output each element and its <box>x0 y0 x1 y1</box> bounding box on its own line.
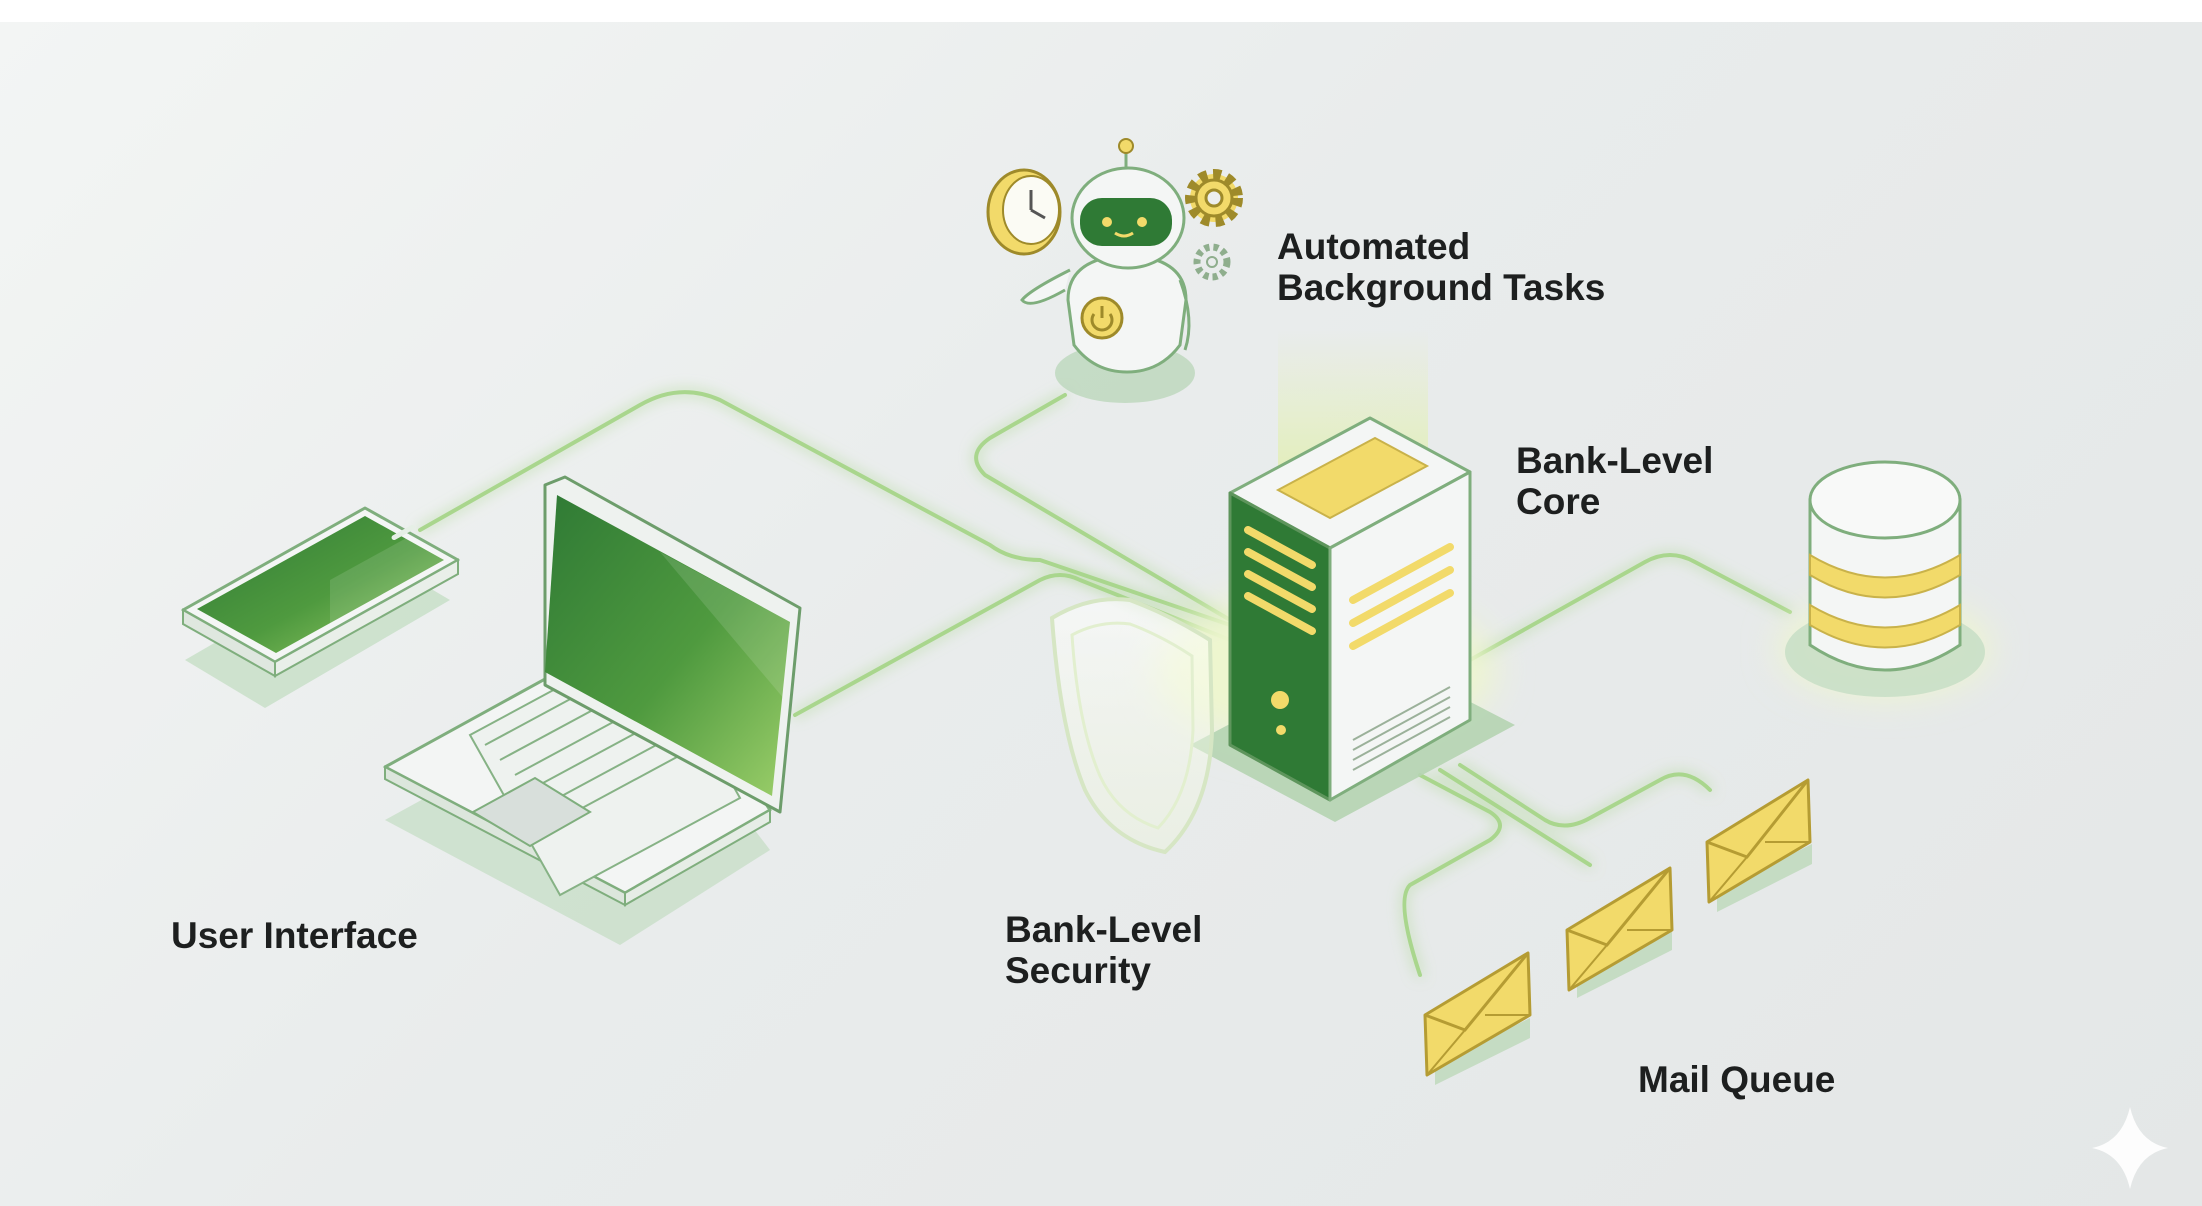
envelope-icon <box>1565 866 1674 998</box>
label-line: Bank-Level <box>1005 909 1203 950</box>
diagram-canvas: User Interface Automated Background Task… <box>0 22 2202 1206</box>
label-bank-level-security: Bank-Level Security <box>1005 909 1202 991</box>
line-core-to-mail-2 <box>1438 768 1592 867</box>
label-line: Bank-Level <box>1516 440 1714 481</box>
smartphone-icon <box>181 506 460 708</box>
label-line: Automated <box>1277 226 1471 267</box>
server-icon <box>1155 330 1515 822</box>
laptop-icon <box>383 475 802 945</box>
gear-icon <box>1185 169 1243 281</box>
clock-icon <box>986 168 1062 256</box>
robot-icon <box>1020 138 1195 403</box>
mail-queue-envelopes <box>1423 778 1812 1085</box>
line-core-to-mail-1 <box>1402 773 1502 977</box>
label-mail-queue: Mail Queue <box>1638 1059 1836 1100</box>
line-core-to-database <box>1468 553 1792 662</box>
connection-lines <box>418 390 1792 977</box>
line-robot-to-core <box>974 393 1232 622</box>
label-line: Core <box>1516 481 1601 522</box>
envelope-icon <box>1705 778 1812 912</box>
line-core-to-mail-3 <box>1458 763 1712 828</box>
database-icon <box>1780 460 1990 697</box>
architecture-diagram <box>181 138 2168 1189</box>
envelope-icon <box>1423 951 1532 1085</box>
line-laptop-to-core <box>793 573 1232 717</box>
line-phone-to-core <box>418 390 1232 627</box>
label-user-interface: User Interface <box>171 915 418 956</box>
sparkle-icon <box>2092 1107 2168 1189</box>
label-bank-level-core: Bank-Level Core <box>1516 440 1713 522</box>
label-line: Security <box>1005 950 1152 991</box>
shield-icon <box>1049 597 1215 855</box>
label-automated-background-tasks: Automated Background Tasks <box>1277 226 1605 308</box>
label-line: Background Tasks <box>1277 267 1606 308</box>
